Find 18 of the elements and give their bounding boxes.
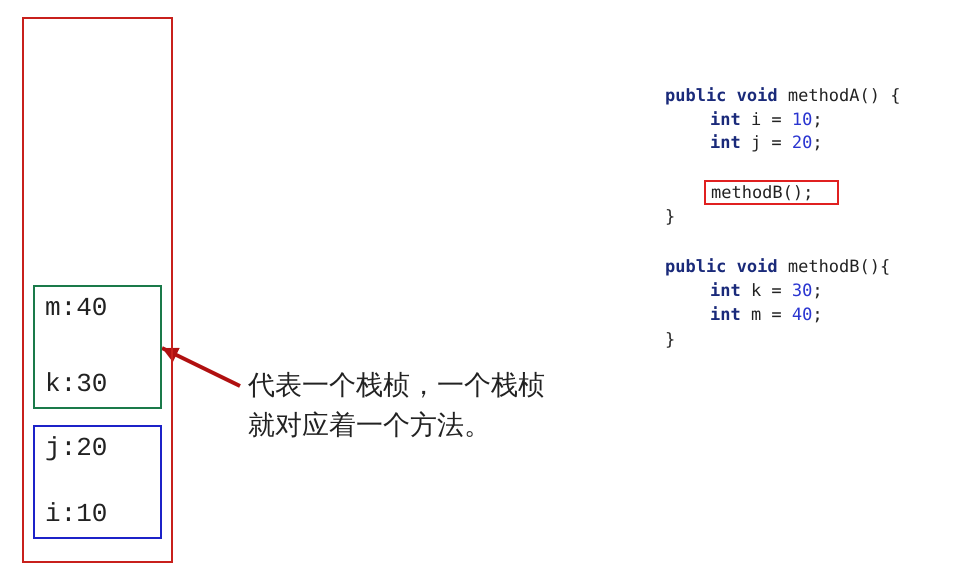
arrow <box>161 346 241 388</box>
code-line: public void methodB(){ <box>665 257 890 277</box>
code-line: } <box>665 207 676 227</box>
code-line: int k = 30; <box>710 281 823 301</box>
variable-value: j:20 <box>45 433 108 463</box>
code-line: int m = 40; <box>710 305 823 325</box>
stack-frame-box <box>33 425 162 539</box>
variable-value: m:40 <box>45 293 108 323</box>
code-line: int i = 10; <box>710 110 823 130</box>
highlighted-call-box: methodB(); <box>704 180 839 205</box>
stack-box <box>22 17 173 563</box>
code-line: } <box>665 330 676 350</box>
annotation-text: 代表一个栈桢，一个栈桢就对应着一个方法。 <box>248 366 568 446</box>
code-line: int j = 20; <box>710 133 823 153</box>
variable-value: i:10 <box>45 499 108 529</box>
variable-value: k:30 <box>45 369 108 399</box>
stack-frame-box <box>33 285 162 409</box>
code-line: public void methodA() { <box>665 86 900 106</box>
